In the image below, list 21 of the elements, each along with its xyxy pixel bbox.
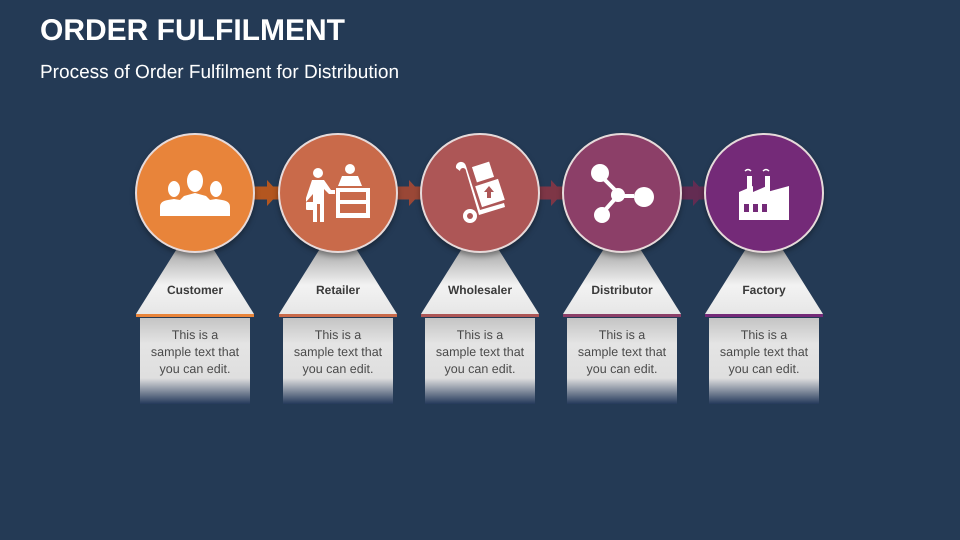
description-card [140,318,250,404]
title: ORDER FULFILMENT [40,14,345,48]
description-card [567,318,677,404]
description-card [283,318,393,404]
stage-name: Customer [166,283,223,297]
description-text: This is a sample text that you can edit. [150,327,240,378]
arrow [254,180,279,206]
stage-name: Retailer [316,283,360,297]
stage-name: Factory [742,283,786,297]
description-text: This is a sample text that you can edit. [293,327,383,378]
subtitle: Process of Order Fulfilment for Distribution [40,62,400,84]
description-card [709,318,819,404]
stage-name: Distributor [591,283,653,297]
arrow [397,180,421,206]
arrow [681,180,705,206]
description-text: This is a sample text that you can edit. [577,327,667,378]
description-text: This is a sample text that you can edit. [435,327,525,378]
description-card [425,318,535,404]
arrow [539,180,563,206]
stage-name: Wholesaler [448,283,512,297]
description-text: This is a sample text that you can edit. [719,327,809,378]
